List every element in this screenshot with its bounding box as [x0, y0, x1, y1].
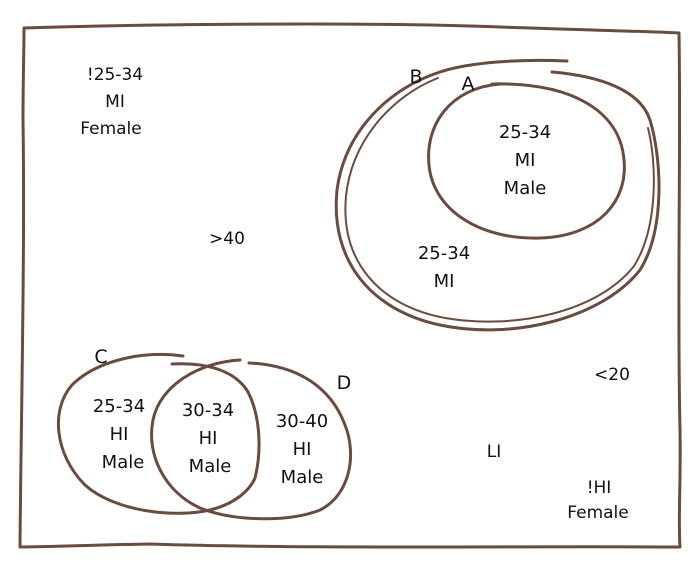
region-c-age: 25-34: [93, 396, 145, 417]
right-middle-age: <20: [594, 365, 630, 385]
region-d-age: 30-40: [276, 411, 328, 432]
set-d-loop: [150, 358, 352, 521]
bottom-right-gender: Female: [567, 503, 628, 523]
region-c-gender: Male: [102, 452, 145, 473]
region-a-gender: Male: [504, 178, 547, 199]
region-cd-gender: Male: [189, 456, 232, 477]
region-cd-age: 30-34: [182, 400, 234, 421]
set-a-label: A: [462, 73, 475, 95]
universe-border: [18, 22, 682, 549]
region-d-income: HI: [293, 439, 312, 460]
region-a-income: MI: [515, 150, 536, 171]
region-cd-income: HI: [199, 428, 218, 449]
region-b-age: 25-34: [418, 243, 470, 264]
set-b-loop: [334, 58, 661, 332]
region-d-gender: Male: [281, 467, 324, 488]
set-c-label: C: [94, 346, 107, 368]
set-c-loop: [56, 352, 261, 515]
set-d-label: D: [337, 372, 352, 394]
top-left-income: MI: [105, 92, 125, 112]
top-left-gender: Female: [80, 119, 141, 139]
bottom-right-income: !HI: [587, 478, 612, 498]
top-left-age: !25-34: [87, 65, 143, 85]
bottom-middle-income: LI: [487, 442, 502, 462]
region-b-income: MI: [434, 271, 455, 292]
set-b-label: B: [409, 66, 422, 88]
middle-left-age: >40: [209, 229, 245, 249]
set-a-ellipse: [427, 82, 626, 240]
region-a-age: 25-34: [499, 122, 551, 143]
region-c-income: HI: [110, 424, 129, 445]
set-b-loop-second-stroke: [344, 77, 655, 323]
